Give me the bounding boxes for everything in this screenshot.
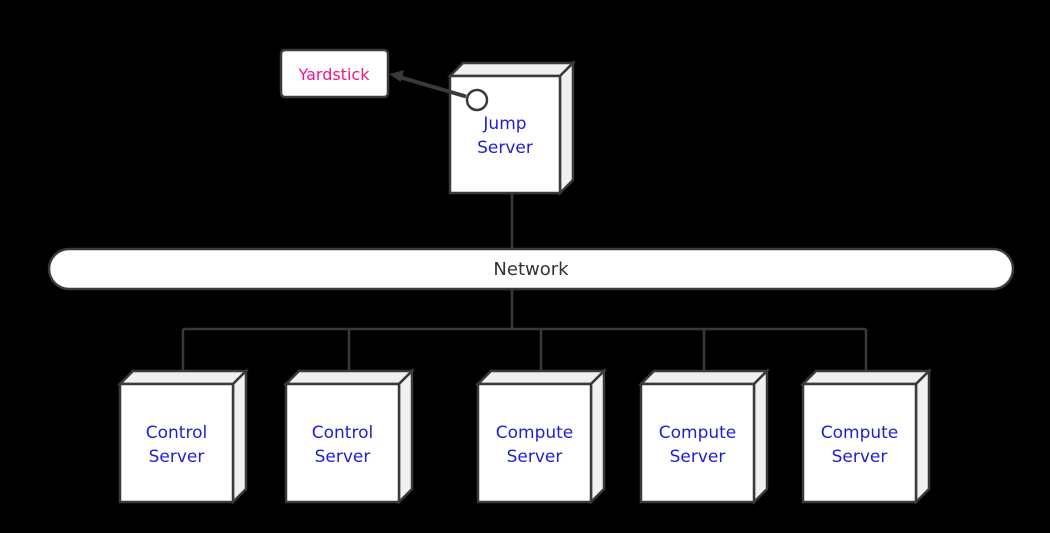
jump-server-label-line2: Server xyxy=(477,138,533,158)
server-5-label-line2: Server xyxy=(832,447,888,467)
server-1-front-face xyxy=(118,382,235,504)
network-node: Network xyxy=(47,247,1015,291)
server-4-front-face xyxy=(639,382,756,504)
server-5-side-face xyxy=(914,367,931,506)
connector-lines xyxy=(181,193,868,371)
server-4-side-face xyxy=(752,367,769,506)
server-3-top-face xyxy=(474,369,608,386)
yardstick-arrow xyxy=(389,70,467,99)
network-bar xyxy=(47,247,1015,291)
server-5-top-face xyxy=(799,369,933,386)
server-5-front-face xyxy=(801,382,918,504)
server-node-4: Compute Server xyxy=(637,367,771,506)
jump-server-node: Jump Server xyxy=(446,59,577,197)
server-3-front-face xyxy=(476,382,593,504)
jump-server-front-face xyxy=(448,74,562,195)
network-label: Network xyxy=(493,259,569,280)
jump-server-label-line1: Jump xyxy=(482,114,526,134)
server-4-label-line1: Compute xyxy=(659,423,737,443)
server-node-2: Control Server xyxy=(282,367,416,506)
yardstick-label: Yardstick xyxy=(298,65,371,84)
server-node-1: Control Server xyxy=(116,367,250,506)
server-2-top-face xyxy=(282,369,416,386)
server-4-label-line2: Server xyxy=(670,447,726,467)
server-1-side-face xyxy=(231,367,248,506)
jump-server-top-face xyxy=(446,61,577,78)
server-2-front-face xyxy=(284,382,401,504)
server-3-label-line2: Server xyxy=(507,447,563,467)
jump-server-port-circle xyxy=(465,88,489,112)
server-3-side-face xyxy=(589,367,606,506)
server-node-3: Compute Server xyxy=(474,367,608,506)
server-1-top-face xyxy=(116,369,250,386)
server-1-label-line1: Control xyxy=(146,423,207,443)
server-2-label-line1: Control xyxy=(312,423,373,443)
yardstick-box xyxy=(279,48,390,99)
server-4-top-face xyxy=(637,369,771,386)
yardstick-arrow-head xyxy=(389,70,405,82)
server-2-side-face xyxy=(397,367,414,506)
jump-server-side-face xyxy=(558,59,575,197)
server-node-5: Compute Server xyxy=(799,367,933,506)
yardstick-node: Yardstick xyxy=(279,48,390,99)
server-3-label-line1: Compute xyxy=(496,423,574,443)
yardstick-arrow-shaft xyxy=(400,75,467,99)
server-5-label-line1: Compute xyxy=(821,423,899,443)
server-1-label-line2: Server xyxy=(149,447,205,467)
server-2-label-line2: Server xyxy=(315,447,371,467)
